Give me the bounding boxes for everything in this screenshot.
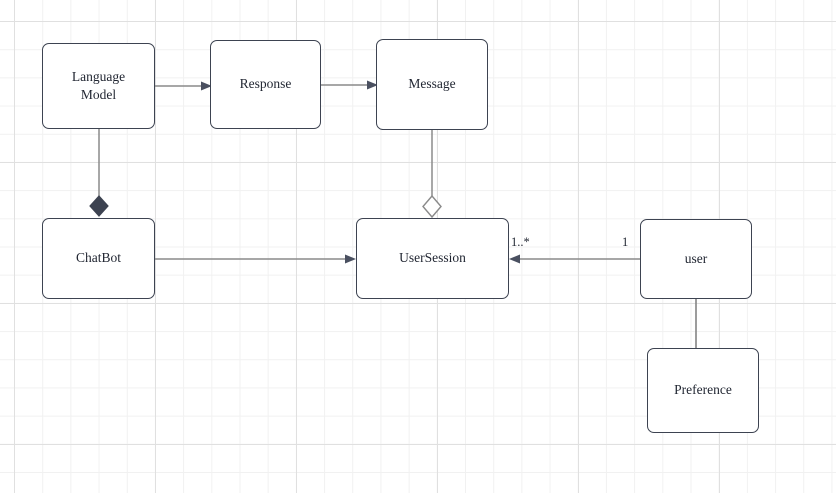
- composition-diamond-icon: [89, 195, 109, 217]
- multiplicity-label-usersession-end: 1..*: [511, 235, 530, 249]
- edge-chatbot-to-usersession[interactable]: [155, 252, 357, 266]
- node-preference[interactable]: Preference: [647, 348, 759, 433]
- edge-language-model-to-response[interactable]: [155, 79, 213, 93]
- node-user[interactable]: user: [640, 219, 752, 299]
- node-label-usersession: UserSession: [399, 250, 466, 266]
- arrowhead-icon: [201, 81, 212, 91]
- multiplicity-label-user-end: 1: [622, 235, 629, 249]
- arrowhead-icon: [345, 254, 356, 264]
- node-label-chatbot: ChatBot: [75, 250, 121, 266]
- node-label-response: Response: [239, 76, 292, 92]
- node-label-line-2: Model: [80, 87, 117, 102]
- arrowhead-icon: [509, 254, 520, 264]
- node-label-preference: Preference: [674, 382, 732, 398]
- edge-user-to-usersession[interactable]: [508, 252, 642, 266]
- edge-user-to-preference[interactable]: [689, 298, 703, 350]
- node-label-language-model: Language Model: [72, 68, 125, 104]
- edge-message-to-usersession-aggregation[interactable]: [420, 129, 446, 221]
- edge-language-model-to-chatbot-composition[interactable]: [86, 128, 112, 220]
- node-label-message: Message: [408, 76, 456, 92]
- arrowhead-icon: [367, 80, 378, 90]
- edge-response-to-message[interactable]: [321, 78, 379, 92]
- node-language-model[interactable]: Language Model: [42, 43, 155, 129]
- node-label-user: user: [684, 250, 708, 266]
- aggregation-diamond-icon: [422, 194, 442, 219]
- node-label-line-1: Language: [71, 68, 126, 84]
- node-response[interactable]: Response: [210, 40, 321, 129]
- node-chatbot[interactable]: ChatBot: [42, 218, 155, 299]
- node-usersession[interactable]: UserSession: [356, 218, 509, 299]
- node-message[interactable]: Message: [376, 39, 488, 130]
